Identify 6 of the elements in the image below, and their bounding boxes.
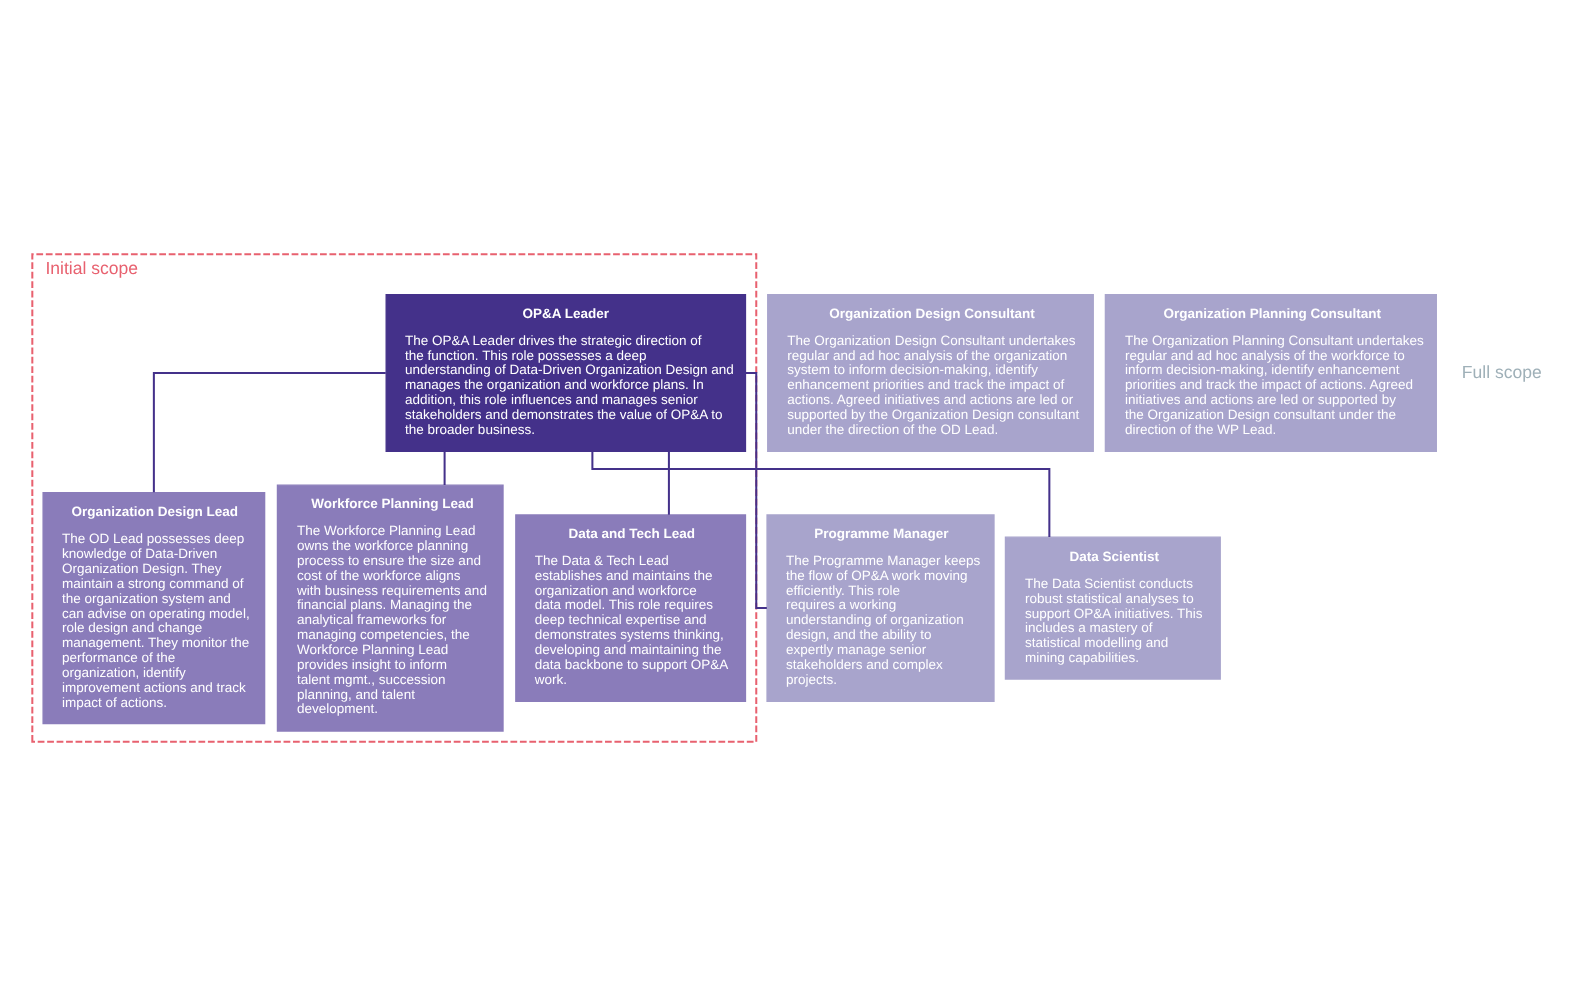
connector bbox=[745, 372, 767, 610]
connector bbox=[443, 451, 446, 485]
connector bbox=[152, 372, 386, 493]
connector bbox=[591, 451, 1051, 537]
connector bbox=[667, 451, 670, 515]
label: Full scope bbox=[1461, 361, 1542, 382]
